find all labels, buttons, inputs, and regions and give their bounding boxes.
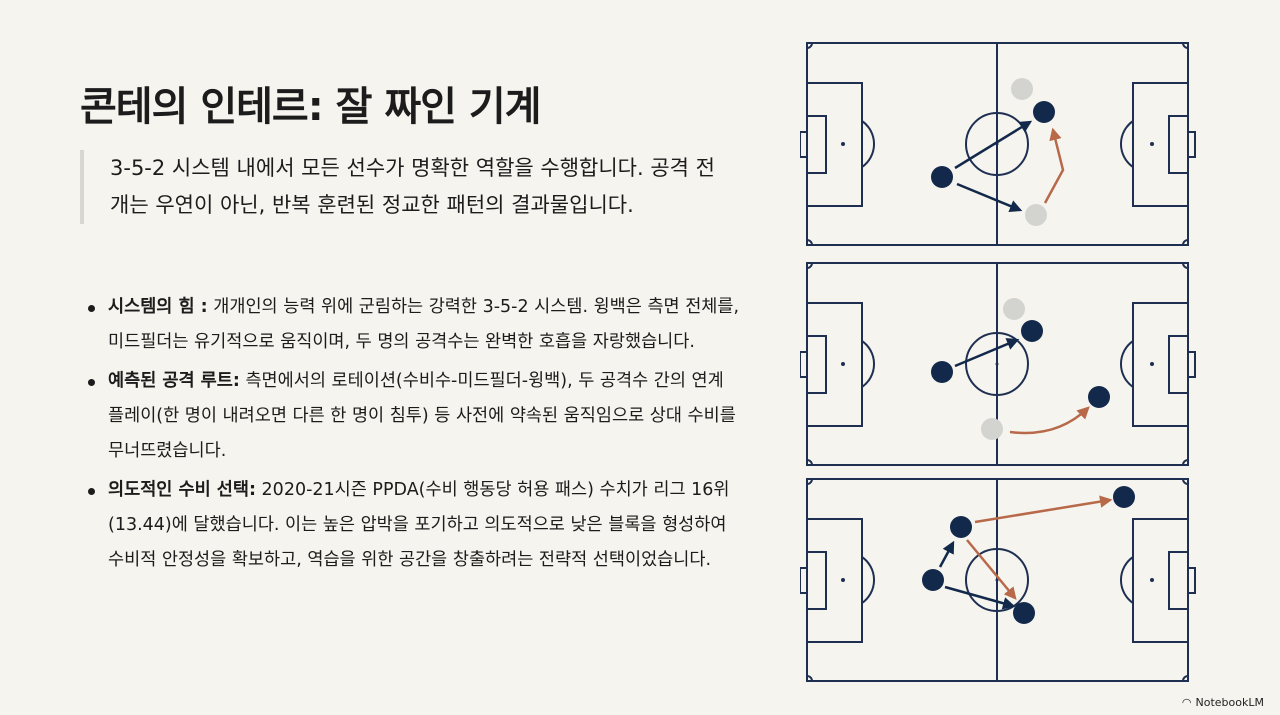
intro-quote: 3-5-2 시스템 내에서 모든 선수가 명확한 역할을 수행합니다. 공격 전…: [80, 150, 730, 224]
pass-arrow: [954, 120, 1033, 170]
player-marker: [931, 166, 953, 188]
run-arrow: [966, 539, 1017, 600]
player-marker: [931, 361, 953, 383]
player-marker: [950, 516, 972, 538]
bullet-text: 개개인의 능력 위에 군림하는 강력한 3-5-2 시스템. 윙백은 측면 전체…: [108, 297, 740, 352]
ghost-player-marker: [1003, 298, 1025, 320]
ghost-player-marker: [981, 418, 1003, 440]
tactics-pitch-2: [800, 262, 1196, 466]
notebooklm-logo: ◠ NotebookLM: [1182, 696, 1264, 709]
tactics-pitch-1: [800, 42, 1196, 246]
pass-arrow: [944, 585, 1016, 610]
bullet-item: 의도적인 수비 선택: 2020-21시즌 PPDA(수비 행동당 허용 패스)…: [84, 473, 744, 578]
bullet-label: 예측된 공격 루트:: [108, 371, 240, 391]
player-marker: [922, 569, 944, 591]
bullet-list: 시스템의 힘 : 개개인의 능력 위에 군림하는 강력한 3-5-2 시스템. …: [84, 290, 744, 582]
bullet-text: 측면에서의 로테이션(수비수-미드필더-윙백), 두 공격수 간의 연계 플레이…: [108, 371, 736, 461]
bullet-item: 시스템의 힘 : 개개인의 능력 위에 군림하는 강력한 3-5-2 시스템. …: [84, 290, 744, 360]
run-arrow: [1043, 127, 1065, 204]
slide-title: 콘테의 인테르: 잘 짜인 기계: [80, 84, 541, 130]
player-marker: [1113, 486, 1135, 508]
pass-arrow: [938, 540, 955, 568]
watermark-text: NotebookLM: [1195, 696, 1264, 709]
bullet-text: 2020-21시즌 PPDA(수비 행동당 허용 패스) 수치가 리그 16위(…: [108, 480, 730, 570]
pass-arrow: [956, 182, 1023, 212]
player-marker: [1021, 320, 1043, 342]
run-arrow: [1009, 406, 1090, 435]
player-marker: [1088, 386, 1110, 408]
bullet-item: 예측된 공격 루트: 측면에서의 로테이션(수비수-미드필더-윙백), 두 공격…: [84, 364, 744, 469]
ghost-player-marker: [1011, 78, 1033, 100]
player-marker: [1013, 602, 1035, 624]
bullet-label: 의도적인 수비 선택:: [108, 480, 256, 500]
pass-arrow: [954, 338, 1020, 368]
tactics-pitch-3: [800, 478, 1196, 682]
notebooklm-icon: ◠: [1181, 696, 1192, 709]
bullet-label: 시스템의 힘 :: [108, 297, 208, 317]
ghost-player-marker: [1025, 204, 1047, 226]
player-marker: [1033, 101, 1055, 123]
run-arrow: [974, 495, 1113, 524]
